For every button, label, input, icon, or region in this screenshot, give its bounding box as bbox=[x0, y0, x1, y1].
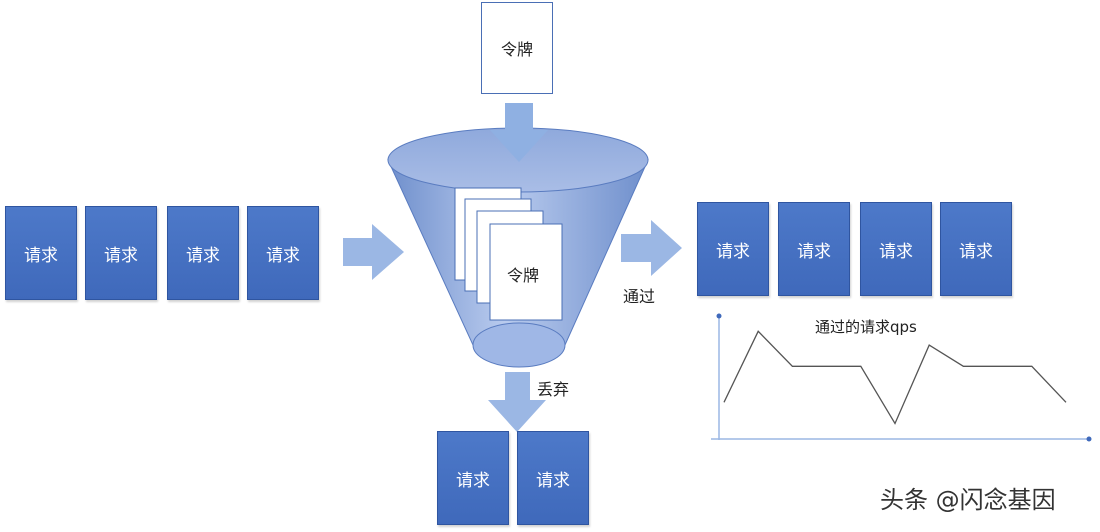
token-source-card: 令牌 bbox=[481, 2, 553, 94]
input-request-1: 请求 bbox=[5, 206, 77, 300]
request-label: 请求 bbox=[716, 241, 750, 262]
pass-label: 通过 bbox=[623, 287, 656, 306]
passed-request-2: 请求 bbox=[778, 202, 850, 296]
request-label: 请求 bbox=[536, 470, 570, 491]
arrow-down-discard bbox=[488, 372, 546, 432]
chart-y-axis-end bbox=[716, 313, 722, 319]
watermark: 头条 @闪念基因 bbox=[880, 486, 1056, 514]
arrow-right-into-funnel bbox=[343, 224, 404, 280]
dropped-request-2: 请求 bbox=[517, 431, 589, 525]
request-label: 请求 bbox=[266, 245, 300, 266]
chart-series-line bbox=[723, 330, 1067, 425]
chart-x-axis-end bbox=[1086, 436, 1092, 442]
funnel-bottom-ellipse bbox=[472, 322, 566, 368]
funnel-token-label: 令牌 bbox=[507, 266, 540, 285]
request-label: 请求 bbox=[797, 241, 831, 262]
input-request-3: 请求 bbox=[167, 206, 239, 300]
passed-request-1: 请求 bbox=[697, 202, 769, 296]
request-label: 请求 bbox=[879, 241, 913, 262]
request-label: 请求 bbox=[186, 245, 220, 266]
passed-request-4: 请求 bbox=[940, 202, 1012, 296]
token-card-front bbox=[489, 223, 563, 321]
passed-request-3: 请求 bbox=[860, 202, 932, 296]
token-source-label: 令牌 bbox=[500, 40, 533, 59]
request-label: 请求 bbox=[456, 470, 490, 491]
request-label: 请求 bbox=[959, 241, 993, 262]
input-request-2: 请求 bbox=[85, 206, 157, 300]
arrow-right-out-funnel bbox=[621, 220, 682, 276]
discard-label: 丢弃 bbox=[537, 380, 570, 399]
dropped-request-1: 请求 bbox=[437, 431, 509, 525]
arrow-down-into-funnel bbox=[490, 103, 548, 162]
input-request-4: 请求 bbox=[247, 206, 319, 300]
request-label: 请求 bbox=[104, 245, 138, 266]
request-label: 请求 bbox=[24, 245, 58, 266]
chart-title: 通过的请求qps bbox=[815, 318, 917, 336]
